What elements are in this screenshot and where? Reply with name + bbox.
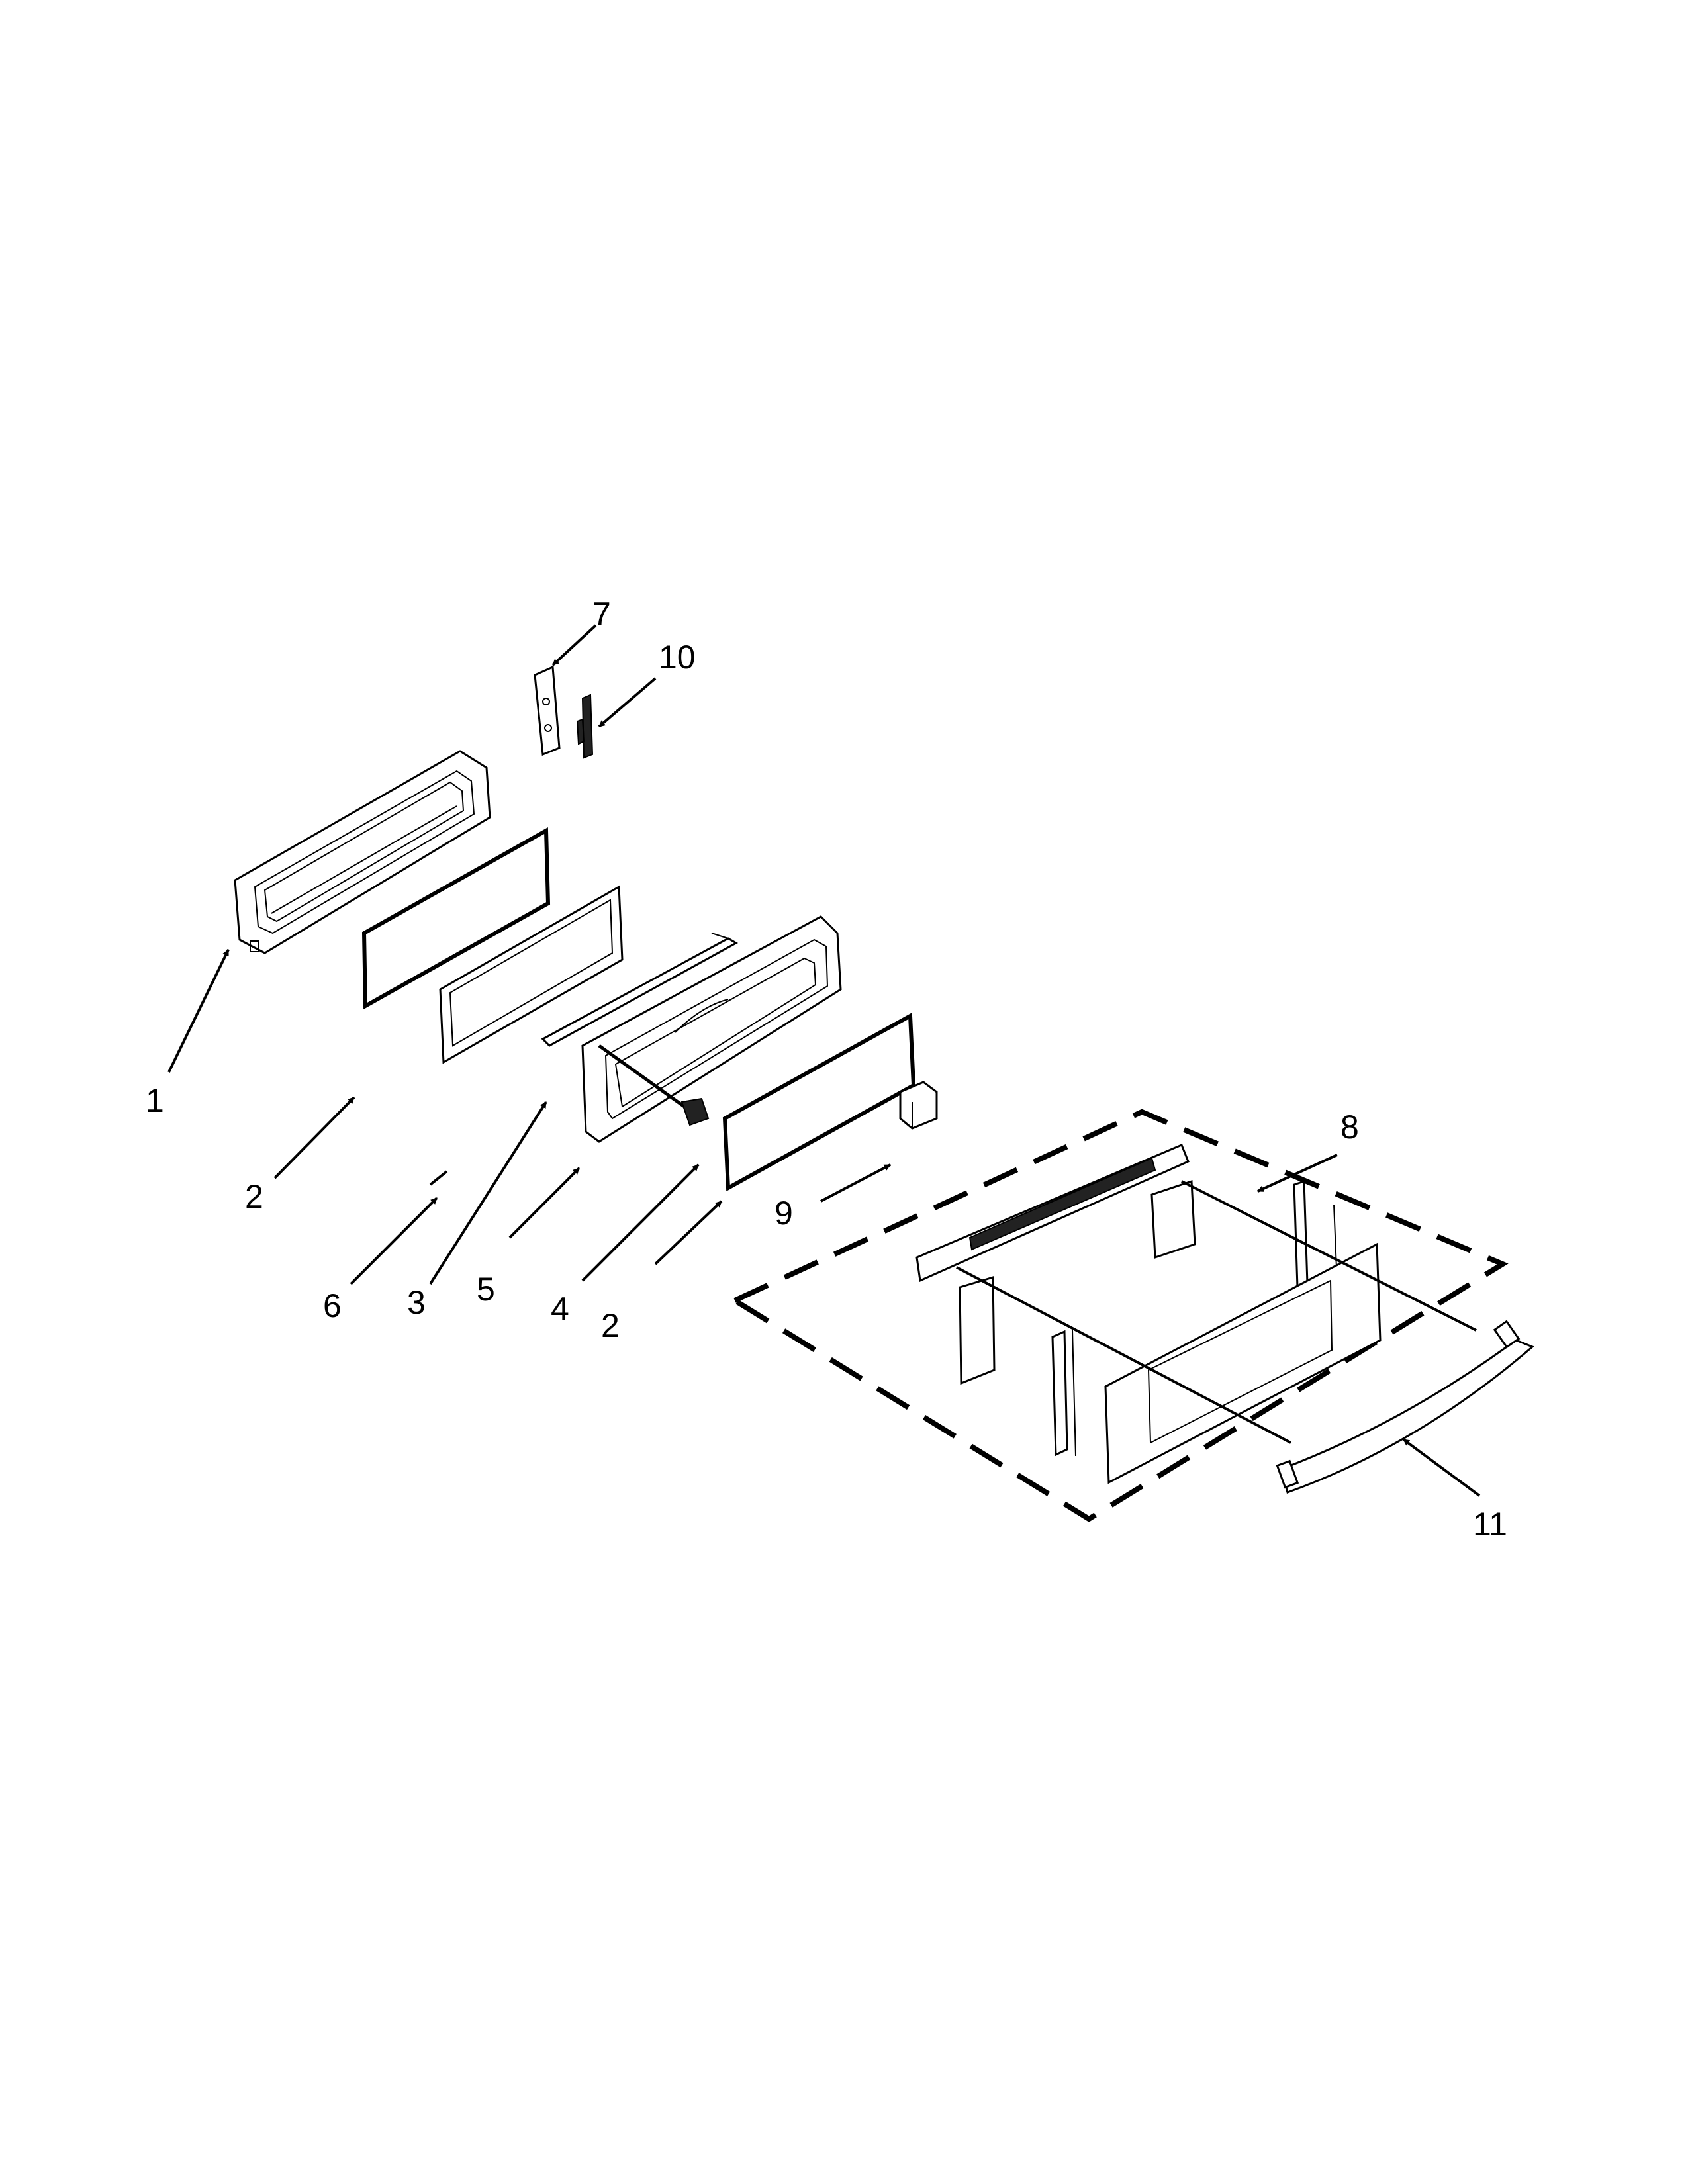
- callout-6: 6: [323, 1287, 342, 1324]
- callout-4: 4: [551, 1291, 569, 1328]
- leader-lines: [167, 624, 1481, 1497]
- callout-11: 11: [1473, 1506, 1507, 1543]
- callout-10: 10: [659, 639, 696, 676]
- part-glass-panel-upper: [361, 827, 551, 1010]
- callout-9: 9: [774, 1195, 793, 1232]
- part-drawer-handle: [1276, 1320, 1534, 1494]
- part-clip: [899, 1081, 938, 1130]
- callout-2-lower: 2: [601, 1307, 620, 1344]
- part-glass-frame: [439, 885, 624, 1064]
- part-screw: [598, 1044, 710, 1126]
- callout-2-upper: 2: [245, 1178, 263, 1215]
- part-hinge-bracket: [534, 665, 561, 756]
- part-outer-door-frame: [234, 750, 491, 954]
- callout-7: 7: [592, 596, 611, 633]
- callout-labels: 1 2 6 3 5 4 2 9 7 10 8 11: [146, 596, 1507, 1543]
- part-inner-door-panel: [581, 915, 842, 1143]
- callout-5: 5: [477, 1271, 495, 1308]
- callout-8: 8: [1340, 1109, 1359, 1146]
- part-drawer-assembly: [729, 1109, 1509, 1522]
- callout-3: 3: [407, 1284, 426, 1321]
- part-hinge-pin: [576, 694, 594, 759]
- callout-1: 1: [146, 1082, 164, 1119]
- part-top-channel: [541, 933, 739, 1047]
